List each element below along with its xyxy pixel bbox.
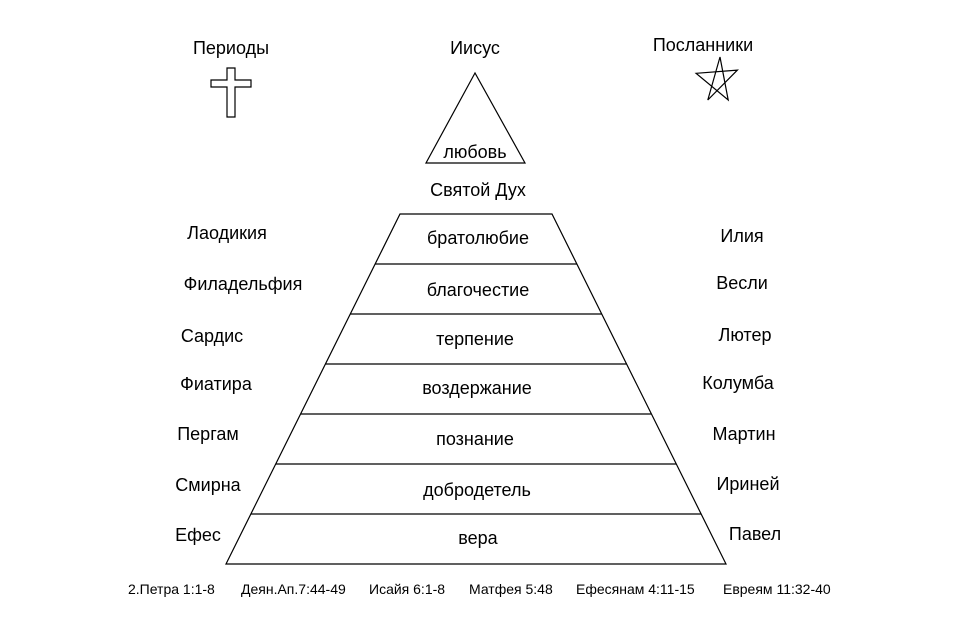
- period-label: Фиатира: [180, 374, 253, 394]
- apex-label: любовь: [443, 142, 506, 162]
- virtue-label: братолюбие: [427, 228, 529, 248]
- virtue-label: благочестие: [427, 280, 530, 300]
- pyramid-outline: [225, 213, 727, 565]
- virtue-label: добродетель: [423, 480, 531, 500]
- virtue-label: вера: [458, 528, 498, 548]
- messenger-label: Весли: [716, 273, 768, 293]
- cross-icon: [210, 67, 252, 118]
- apex-triangle: [424, 71, 527, 164]
- virtue-label: терпение: [436, 329, 514, 349]
- scripture-reference: Ефесянам 4:11-15: [576, 581, 695, 597]
- scripture-reference: Деян.Ап.7:44-49: [241, 581, 346, 597]
- holy-spirit-label: Святой Дух: [430, 180, 526, 200]
- period-label: Смирна: [175, 475, 241, 495]
- scripture-reference: Исайя 6:1-8: [369, 581, 445, 597]
- messenger-label: Колумба: [702, 373, 774, 393]
- messenger-label: Лютер: [719, 325, 772, 345]
- header-periods: Периоды: [193, 38, 269, 58]
- period-label: Сардис: [181, 326, 243, 346]
- period-label: Лаодикия: [187, 223, 267, 243]
- period-label: Филадельфия: [184, 274, 303, 294]
- messenger-label: Илия: [720, 226, 763, 246]
- messenger-label: Мартин: [712, 424, 775, 444]
- header-center: Иисус: [450, 38, 500, 58]
- virtue-label: познание: [436, 429, 514, 449]
- period-label: Пергам: [177, 424, 239, 444]
- scripture-reference: Матфея 5:48: [469, 581, 553, 597]
- pentagram-icon: [694, 56, 739, 102]
- messenger-label: Павел: [729, 524, 781, 544]
- header-messengers: Посланники: [653, 35, 753, 55]
- period-label: Ефес: [175, 525, 221, 545]
- scripture-reference: 2.Петра 1:1-8: [128, 581, 215, 597]
- scripture-reference: Евреям 11:32-40: [723, 581, 831, 597]
- virtue-label: воздержание: [422, 378, 532, 398]
- messenger-label: Ириней: [716, 474, 779, 494]
